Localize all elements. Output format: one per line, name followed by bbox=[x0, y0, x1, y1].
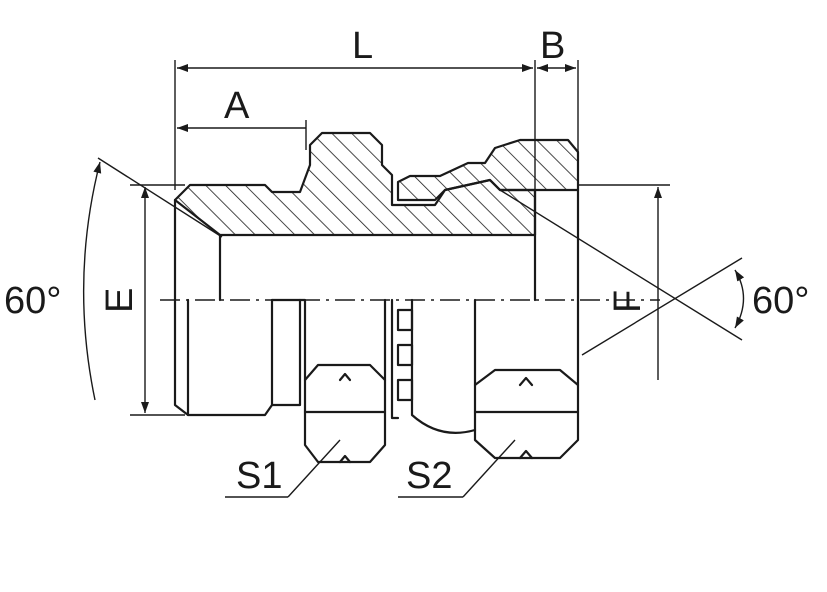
label-s2: S2 bbox=[406, 455, 452, 497]
label-angle-left: 60° bbox=[4, 280, 61, 322]
label-l: L bbox=[352, 25, 373, 67]
dimension-f bbox=[578, 184, 670, 380]
upper-section-hatched bbox=[173, 131, 580, 302]
lower-external-view bbox=[173, 298, 580, 464]
label-e: E bbox=[99, 288, 141, 313]
angle-right bbox=[499, 189, 745, 356]
label-b: B bbox=[540, 25, 565, 67]
label-angle-right: 60° bbox=[752, 280, 809, 322]
angle-left bbox=[82, 157, 223, 401]
label-f: F bbox=[607, 290, 649, 313]
label-s1: S1 bbox=[236, 455, 282, 497]
label-a: A bbox=[224, 85, 250, 127]
leaders bbox=[225, 439, 516, 498]
